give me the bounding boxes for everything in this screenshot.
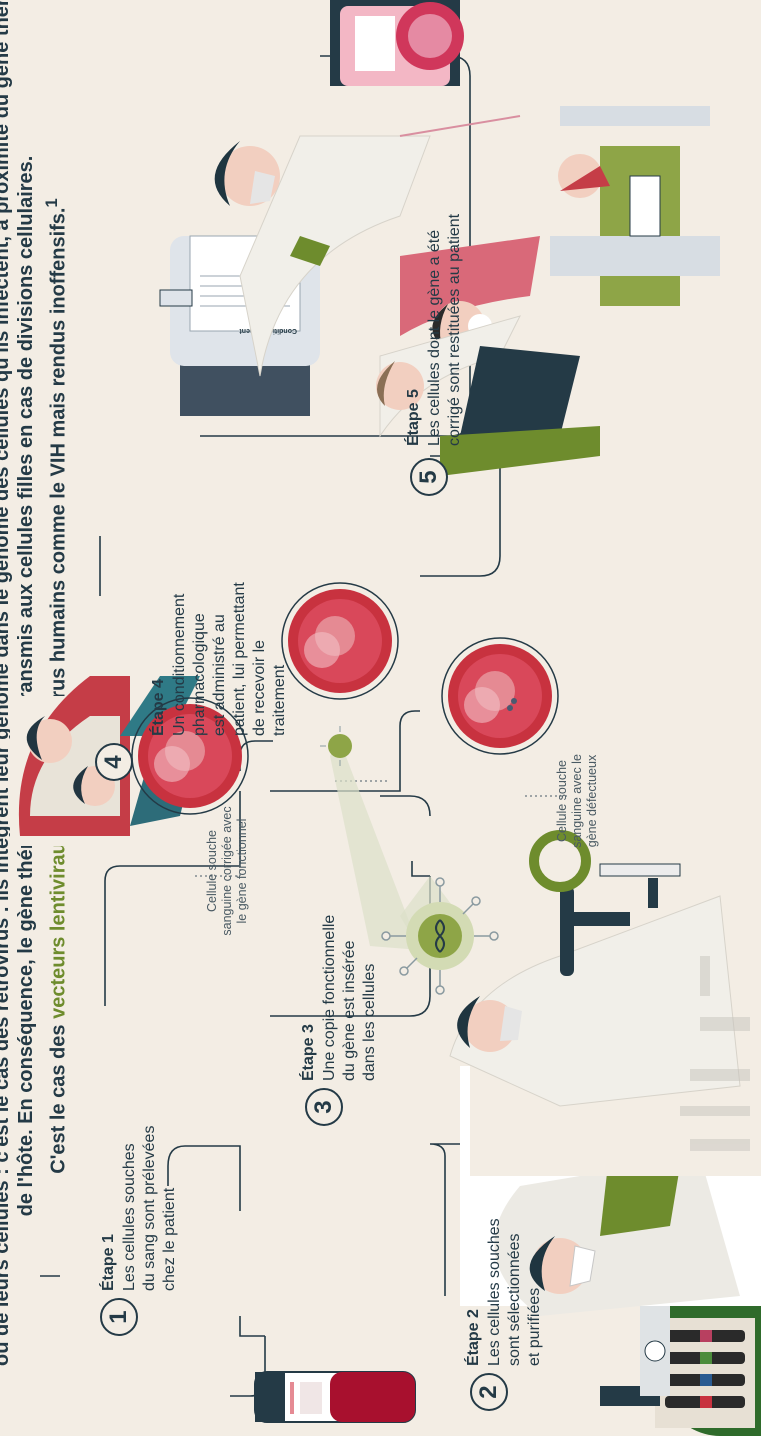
- caption-corrected-line-1: Cellule souche: [205, 830, 219, 912]
- step-4-number: 4: [95, 743, 133, 781]
- step-3-text-line-3: dans les cellules: [361, 963, 378, 1081]
- step-5-number: 5: [410, 458, 448, 496]
- step-5-text-line-1: Les cellules dont le gène a été: [426, 229, 443, 446]
- step-3-text-line-2: du gène est insérée: [341, 940, 358, 1081]
- step-2-text-line-1: Les cellules souches: [486, 1218, 503, 1366]
- step-1-text-line-3: chez le patient: [161, 1187, 178, 1291]
- step-5-label: Étape 5 Les cellules dont le gène a été …: [405, 116, 465, 446]
- step-1-text-line-1: Les cellules souches: [121, 1143, 138, 1291]
- step-4-text-line-6: traitement: [271, 664, 288, 736]
- step-2-text-line-2: sont sélectionnées: [506, 1233, 523, 1366]
- step-2-number: 2: [470, 1373, 508, 1411]
- test-tube-rack-icon: [655, 1318, 755, 1428]
- step-5-title: Étape 5: [405, 389, 422, 446]
- step-4-title: Étape 4: [150, 679, 167, 736]
- step-3-label: Étape 3 Une copie fonctionnelle du gène …: [300, 841, 380, 1081]
- step-1-label: Étape 1 Les cellules souches du sang son…: [100, 1051, 180, 1291]
- patient-with-parent-illustration: [10, 676, 200, 846]
- scientist-with-microscope-illustration: [449, 830, 761, 1176]
- step-3-number: 3: [305, 1088, 343, 1126]
- step-1-title: Étape 1: [100, 1234, 117, 1291]
- step-2-label: Étape 2 Les cellules souches sont sélect…: [465, 1166, 545, 1366]
- step-1-number: 1: [100, 1298, 138, 1336]
- step-2-title: Étape 2: [465, 1309, 482, 1366]
- step-1-text-line-2: du sang sont prélevées: [141, 1125, 158, 1291]
- caption-defective-cell: Cellule souche sanguine avec le gène déf…: [555, 726, 600, 876]
- lentiviral-vector-icon: [320, 726, 499, 995]
- caption-corrected-line-2: sanguine corrigée avec: [220, 806, 234, 936]
- iv-pump-icon: [330, 0, 521, 137]
- step-2-text-line-3: et purifiées: [526, 1287, 543, 1366]
- step-3-title: Étape 3: [300, 1024, 317, 1081]
- corrected-stem-cell-icon: [131, 697, 249, 815]
- step-3-text-line-1: Une copie fonctionnelle: [321, 914, 338, 1081]
- step-4-text-line-2: pharmacologique: [191, 613, 208, 736]
- step-5-text-line-2: corrigé sont restituées au patient: [446, 213, 463, 446]
- lab-glassware-icon: [680, 956, 750, 1151]
- hospital-bed-scene-illustration: [376, 86, 761, 476]
- step-4-text-line-3: est administré au: [211, 614, 228, 736]
- caption-corrected-line-3: le gène fonctionnel: [235, 818, 249, 924]
- caption-corrected-cell: Cellule souche sanguine corrigée avec le…: [205, 796, 250, 946]
- step-4-label: Étape 4 Un conditionnement pharmacologiq…: [150, 516, 290, 736]
- defective-stem-cell-icon: [441, 637, 559, 755]
- caption-defective-line-3: gène défectueux: [585, 754, 599, 848]
- step-4-text-line-1: Un conditionnement: [171, 593, 188, 736]
- step-4-text-line-4: patient, lui permettant: [231, 582, 248, 736]
- treated-stem-cell-icon: [281, 582, 399, 700]
- caption-defective-line-1: Cellule souche: [555, 760, 569, 842]
- caption-defective-line-2: sanguine avec le: [570, 754, 584, 848]
- microscope-icon: [529, 830, 681, 976]
- doctor-with-syringe-illustration: [159, 135, 431, 377]
- blood-tube-icon: [254, 1371, 416, 1423]
- step-4-text-line-5: de recevoir le: [251, 639, 268, 736]
